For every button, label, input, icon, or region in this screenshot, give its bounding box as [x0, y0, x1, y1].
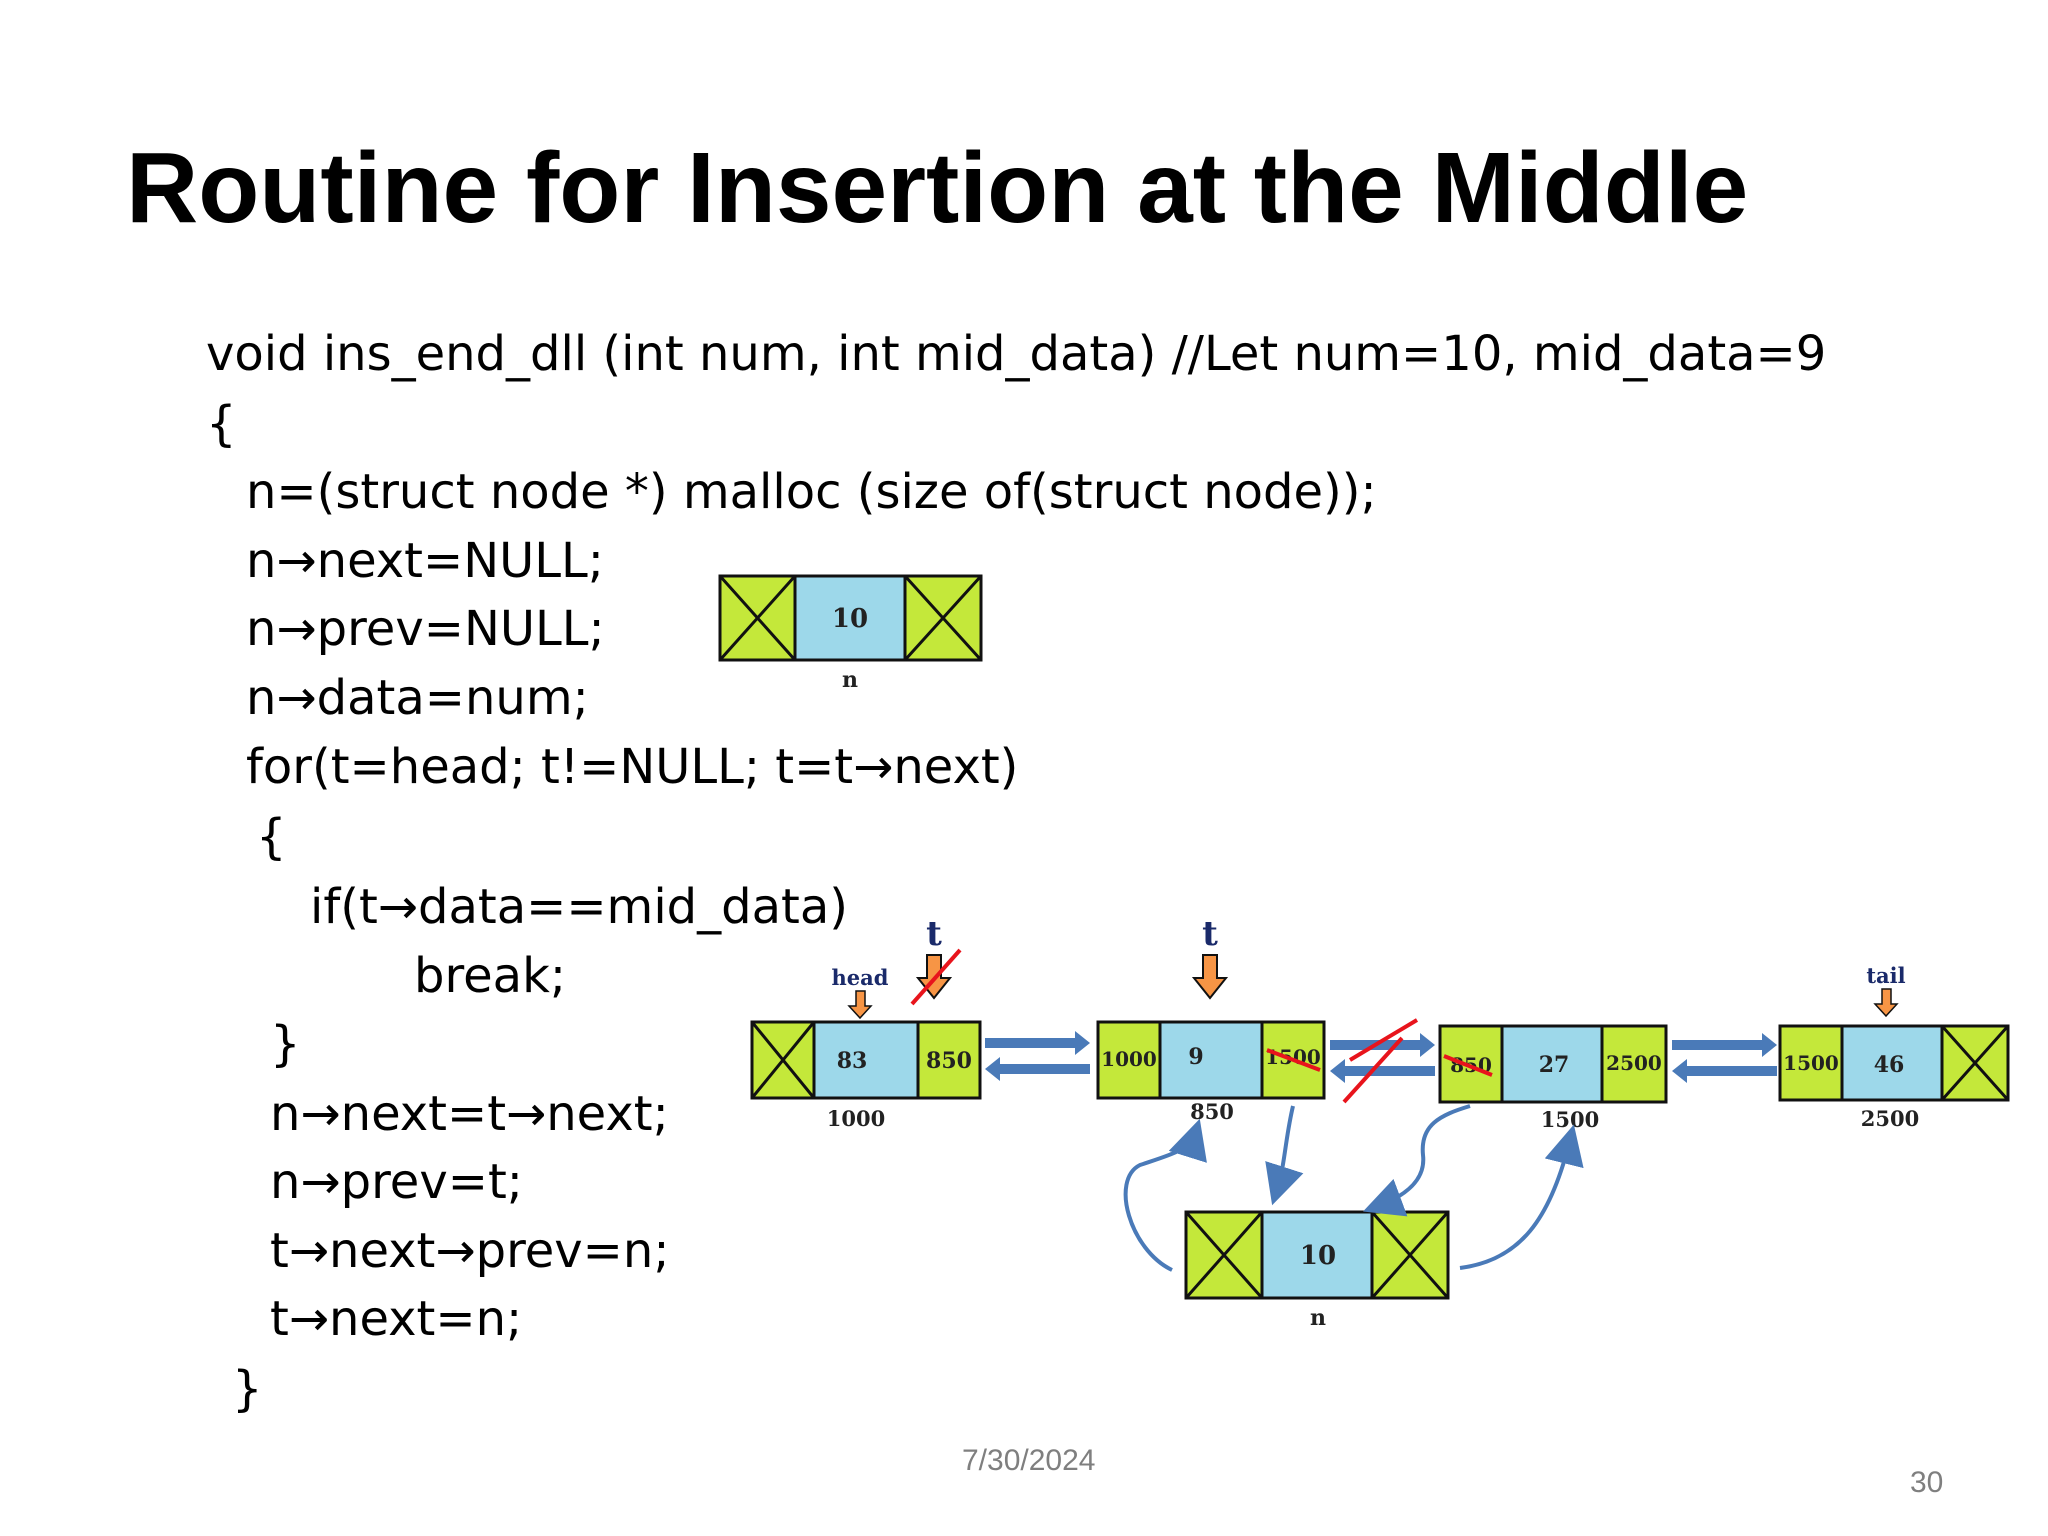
curve-n-next-to-1500 [1459, 1124, 1584, 1270]
code-line-t-next-prev: t→next→prev=n; [270, 1223, 670, 1279]
pointer-head: head [832, 965, 889, 990]
t-pointer-strike [910, 948, 962, 1006]
node-1000-address: 1000 [827, 1106, 885, 1131]
new-node-diagram: 10 n [718, 574, 983, 693]
head-pointer-arrow [847, 990, 873, 1020]
code-line-t-next: t→next=n; [270, 1291, 523, 1347]
list-node-2500: 1500 46 2500 [1778, 1024, 2010, 1131]
new-node-label: n [842, 667, 858, 693]
page-number: 30 [1910, 1466, 1944, 1499]
code-line-prev-null: n→prev=NULL; [246, 601, 605, 657]
code-line-n-prev: n→prev=t; [270, 1154, 523, 1210]
code-line-break: break; [414, 948, 567, 1004]
pointer-t-first: t [926, 914, 942, 954]
link-arrows-850-1500 [1330, 1033, 1435, 1083]
inserted-node-n: 10 n [1184, 1210, 1450, 1331]
curve-850-next-to-n [1265, 1105, 1304, 1206]
node-1500-prev-strike [1443, 1054, 1493, 1077]
code-line-if: if(t→data==mid_data) [310, 879, 848, 935]
node-2500-address: 2500 [1861, 1106, 1919, 1131]
node-2500-data: 46 [1874, 1052, 1905, 1078]
code-line-next-null: n→next=NULL; [246, 533, 604, 589]
list-node-1500: 850 27 2500 1500 [1438, 1024, 1668, 1132]
t-pointer-arrow-second [1191, 954, 1229, 1000]
node-1000-data: 83 [837, 1048, 868, 1074]
node-850-data: 9 [1188, 1044, 1203, 1070]
footer-date: 7/30/2024 [962, 1444, 1096, 1477]
code-line-close-brace: } [232, 1361, 263, 1417]
inserted-node-value: 10 [1300, 1241, 1336, 1271]
node-1000-next: 850 [926, 1048, 972, 1074]
link-arrows-1000-850 [985, 1031, 1090, 1081]
tail-pointer-arrow [1873, 988, 1899, 1018]
node-850-next-strike [1266, 1048, 1321, 1072]
node-1500-data: 27 [1539, 1052, 1570, 1078]
curve-n-prev-to-850 [1123, 1118, 1207, 1272]
node-850-address: 850 [1190, 1099, 1234, 1124]
node-1500-address: 1500 [1541, 1107, 1599, 1132]
list-node-850: 1000 9 1500 850 [1096, 1020, 1326, 1124]
pointer-t-second: t [1202, 914, 1218, 954]
inserted-node-label: n [1310, 1305, 1326, 1331]
slide-title: Routine for Insertion at the Middle [126, 132, 1749, 244]
code-line-data-num: n→data=num; [246, 670, 589, 726]
list-node-1000: 83 850 1000 [750, 1020, 982, 1131]
new-node-value: 10 [832, 604, 868, 634]
code-line-loop-close-brace: } [270, 1016, 301, 1072]
code-line-for-loop: for(t=head; t!=NULL; t=t→next) [246, 739, 1019, 795]
code-line-loop-open-brace: { [256, 809, 287, 865]
node-1500-next: 2500 [1606, 1051, 1662, 1075]
node-850-prev: 1000 [1101, 1047, 1157, 1071]
code-line-open-brace: { [206, 396, 237, 452]
link-arrows-1500-2500 [1672, 1033, 1777, 1083]
code-line-n-next: n→next=t→next; [270, 1086, 669, 1142]
link-850-1500-strike-bottom [1342, 1036, 1404, 1104]
code-line-malloc: n=(struct node *) malloc (size of(struct… [246, 464, 1377, 520]
curve-1500-prev-to-n [1362, 1104, 1471, 1217]
linked-list-diagram: t t head tail 83 850 1000 1000 9 1500 85… [750, 914, 2010, 1331]
link-850-1500-strike-top [1348, 1018, 1419, 1062]
code-line-signature: void ins_end_dll (int num, int mid_data)… [206, 326, 1827, 382]
pointer-tail: tail [1866, 963, 1905, 988]
node-2500-prev: 1500 [1783, 1051, 1839, 1075]
